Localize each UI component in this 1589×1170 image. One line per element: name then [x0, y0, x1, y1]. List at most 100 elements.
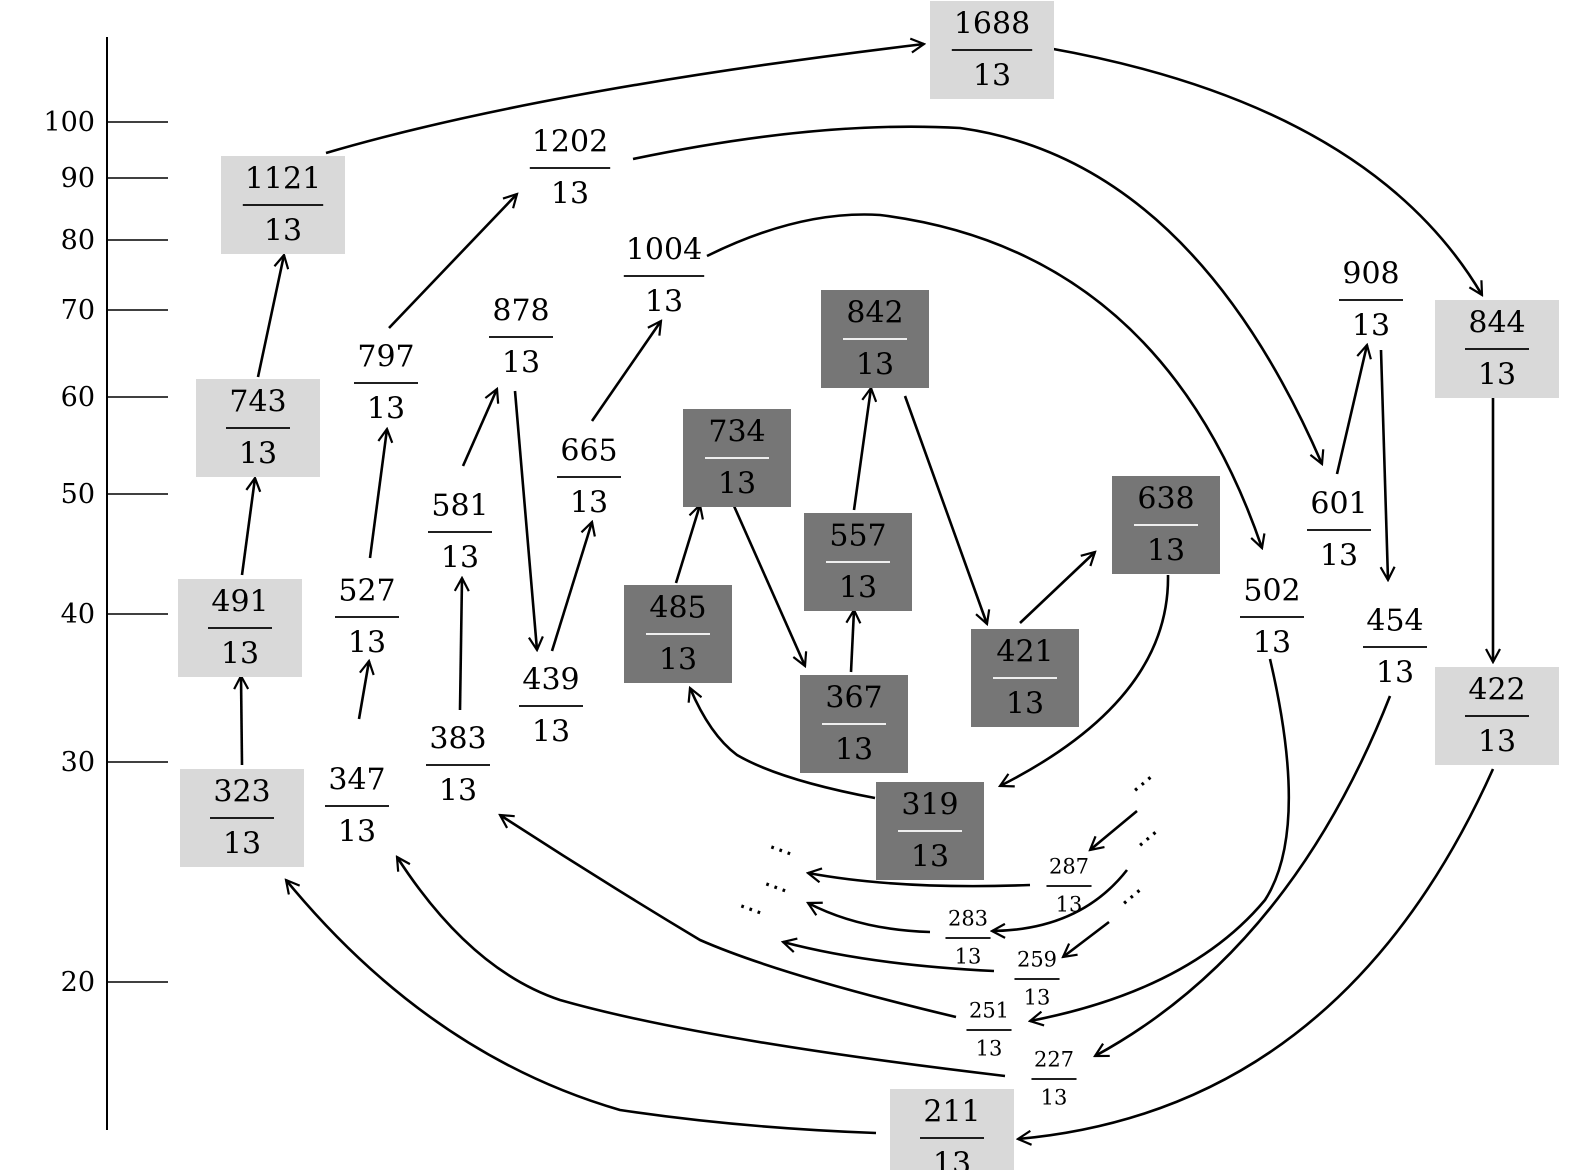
node-denominator-601: 13 [1320, 539, 1358, 574]
node-numerator-259: 259 [1017, 947, 1057, 971]
node-1202: 1202 13 [529, 125, 611, 212]
edge-454-227 [1095, 695, 1392, 1058]
node-denominator-1202: 13 [551, 177, 589, 212]
edge-367-557 [851, 610, 854, 673]
node-denominator-319: 13 [911, 840, 949, 875]
node-numerator-283: 283 [948, 906, 988, 930]
edge-319-485 [690, 688, 876, 800]
node-denominator-323: 13 [223, 827, 261, 862]
node-numerator-323: 323 [213, 775, 270, 810]
edge-491-743 [240, 478, 255, 576]
node-denominator-454: 13 [1376, 656, 1414, 691]
node-denominator-734: 13 [718, 467, 756, 502]
node-numerator-367: 367 [825, 681, 882, 716]
node-denominator-439: 13 [532, 715, 570, 750]
ellipsis-6: ⋯ [1112, 877, 1151, 917]
node-numerator-638: 638 [1137, 482, 1194, 517]
node-numerator-422: 422 [1468, 673, 1525, 708]
node-denominator-421: 13 [1006, 687, 1044, 722]
edge-422-211 [1018, 768, 1495, 1139]
node-denominator-211: 13 [933, 1147, 971, 1170]
node-denominator-557: 13 [839, 571, 877, 606]
nodes: 1688131121137431349113323138441342213211… [178, 1, 1559, 1170]
axis-tick-label-70: 70 [61, 295, 95, 326]
axis-tick-label-90: 90 [61, 163, 95, 194]
node-numerator-665: 665 [560, 434, 617, 469]
edge-527-797 [368, 429, 387, 559]
edge-743-1121 [256, 255, 284, 378]
node-numerator-319: 319 [901, 788, 958, 823]
edge-878-439 [513, 390, 537, 650]
node-denominator-367: 13 [835, 733, 873, 768]
ellipsis-4: ⋯ [1123, 764, 1162, 804]
node-denominator-878: 13 [502, 346, 540, 381]
axis-tick-label-50: 50 [61, 479, 95, 510]
node-denominator-908: 13 [1352, 309, 1390, 344]
edge-638-319 [1000, 574, 1170, 786]
node-denominator-844: 13 [1478, 358, 1516, 393]
node-numerator-908: 908 [1342, 257, 1399, 292]
edge-to-283 [992, 869, 1129, 931]
node-denominator-1121: 13 [264, 214, 302, 249]
edge-502-251 [1030, 658, 1291, 1021]
node-box-211 [890, 1089, 1014, 1170]
node-denominator-527: 13 [348, 626, 386, 661]
axis-tick-label-40: 40 [61, 599, 95, 630]
edge-601-908 [1335, 345, 1367, 475]
edge-to-259 [1063, 920, 1110, 957]
edge-734-367 [732, 505, 805, 666]
node-numerator-1004: 1004 [626, 233, 702, 268]
node-denominator-743: 13 [239, 437, 277, 472]
node-denominator-251: 13 [976, 1036, 1003, 1060]
edge-1688-844 [1047, 46, 1482, 295]
node-numerator-251: 251 [969, 998, 1009, 1022]
node-denominator-1004: 13 [645, 285, 683, 320]
node-numerator-1121: 1121 [245, 162, 321, 197]
edge-383-581 [460, 578, 462, 711]
node-numerator-1688: 1688 [954, 7, 1030, 42]
node-numerator-227: 227 [1034, 1047, 1074, 1071]
node-denominator-383: 13 [439, 774, 477, 809]
node-numerator-1202: 1202 [532, 125, 608, 160]
edge-665-1004 [590, 321, 661, 422]
node-numerator-421: 421 [996, 635, 1053, 670]
edge-1202-601 [632, 125, 1322, 464]
node-1121: 1121 13 [221, 156, 345, 254]
edge-485-734 [674, 505, 700, 584]
node-numerator-454: 454 [1366, 604, 1423, 639]
node-denominator-665: 13 [570, 486, 608, 521]
node-numerator-502: 502 [1243, 574, 1300, 609]
axis-tick-label-80: 80 [61, 225, 95, 256]
node-259: 259 13 [1014, 947, 1060, 1009]
edge-797-1202 [388, 194, 517, 329]
edge-259-out [783, 942, 995, 973]
node-numerator-557: 557 [829, 519, 886, 554]
edge-439-665 [550, 522, 592, 652]
node-denominator-283: 13 [955, 944, 982, 968]
node-251: 251 13 [966, 998, 1012, 1060]
node-denominator-259: 13 [1024, 985, 1051, 1009]
node-1004: 1004 13 [623, 233, 705, 320]
